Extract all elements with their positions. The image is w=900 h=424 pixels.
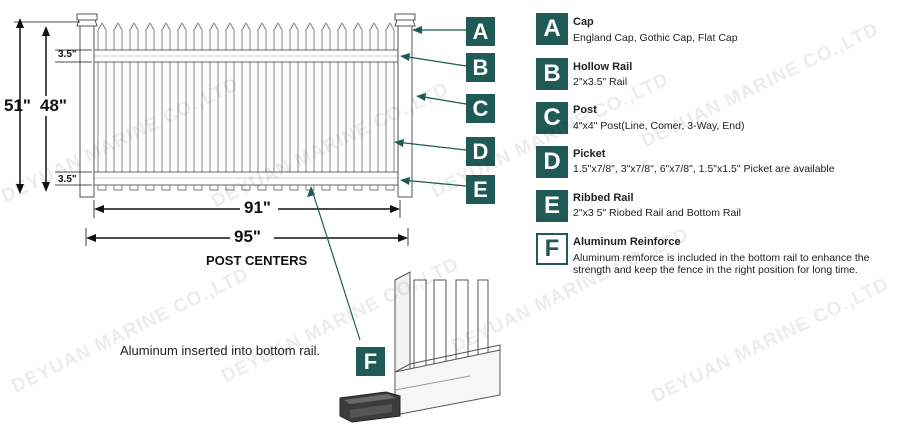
- picket: [225, 22, 235, 191]
- legend-desc-ribbed-rail: 2"x3 5" Riobed Rail and Bottom Rail: [573, 207, 741, 219]
- left-post-cap: [76, 19, 98, 27]
- bottom-rail-offset-label: 3.5": [58, 174, 77, 185]
- picket: [241, 22, 251, 191]
- top-rail-offset-label: 3.5": [58, 49, 77, 60]
- callout-c: C: [466, 94, 495, 123]
- legend-badge-a: A: [536, 13, 568, 45]
- callout-a: A: [466, 17, 495, 46]
- picket: [337, 22, 347, 191]
- legend-desc-cap: England Cap, Gothic Cap, Flat Cap: [573, 32, 738, 44]
- legend-title-cap: Cap: [573, 16, 594, 28]
- legend-title-ribbed-rail: Ribbed Rail: [573, 192, 634, 204]
- legend-badge-b: B: [536, 58, 568, 90]
- legend-desc-hollow-rail: 2"x3.5" Rail: [573, 76, 628, 88]
- legend-desc-aluminum-reinforce: Aluminum remforce is included in the bot…: [573, 252, 870, 276]
- callout-b: B: [466, 53, 495, 82]
- picket: [113, 22, 123, 191]
- right-post-cap: [394, 19, 416, 27]
- legend-title-picket: Picket: [573, 148, 606, 160]
- total-height-label: 51": [4, 96, 31, 115]
- callout-f: F: [356, 347, 385, 376]
- callout-d: D: [466, 137, 495, 166]
- picket: [353, 22, 363, 191]
- aluminum-detail: [339, 271, 501, 423]
- post-span-label: 95": [234, 227, 261, 246]
- picket: [145, 22, 155, 191]
- post-centers-label: POST CENTERS: [206, 253, 308, 268]
- picket-span-label: 91": [244, 198, 271, 217]
- picket: [129, 22, 139, 191]
- legend-badge-f: F: [536, 233, 568, 265]
- picket: [369, 22, 379, 191]
- picket: [321, 22, 331, 191]
- callout-e: E: [466, 175, 495, 204]
- legend-title-hollow-rail: Hollow Rail: [573, 61, 633, 73]
- legend-desc-post: 4"x4" Post(Line, Comer, 3-Way, End): [573, 120, 745, 132]
- legend-badge-c: C: [536, 102, 568, 134]
- legend-badge-e: E: [536, 190, 568, 222]
- picket-height-label: 48": [40, 96, 67, 116]
- legend-title-aluminum-reinforce: Aluminum Reinforce: [573, 236, 681, 248]
- legend-desc-picket: 1.5"x7/8", 3"x7/8", 6"x7/8", 1.5"x1.5" P…: [573, 163, 835, 175]
- detail-caption: Aluminum inserted into bottom rail.: [120, 343, 321, 358]
- legend-title-post: Post: [573, 104, 597, 116]
- picket-group: [97, 22, 395, 191]
- picket: [97, 22, 107, 191]
- legend-badge-d: D: [536, 146, 568, 178]
